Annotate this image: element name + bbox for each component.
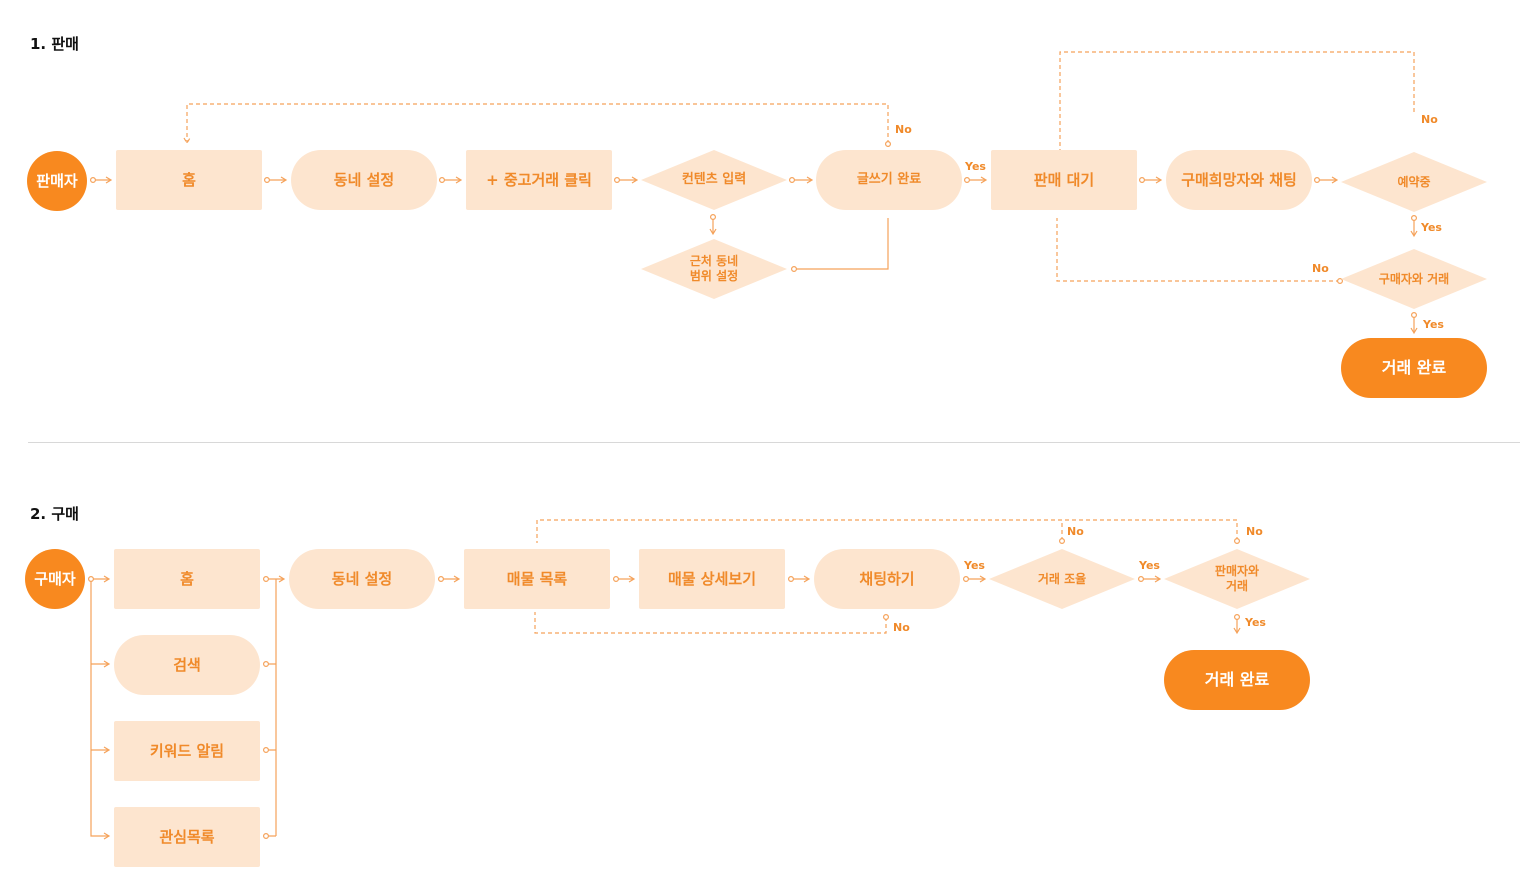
buy-chatting-node[interactable]: 채팅하기: [814, 549, 960, 609]
label-yes-deal: Yes: [1423, 318, 1444, 331]
sale-reserved-diamond[interactable]: 예약중: [1341, 152, 1487, 212]
sale-deal-buyer-label: 구매자와 거래: [1378, 271, 1450, 286]
label-yes-chatting: Yes: [964, 559, 985, 572]
buy-deal-line2: 거래: [1225, 579, 1249, 593]
sale-range-line1: 근처 동네: [689, 254, 739, 268]
label-no-deal: No: [1312, 262, 1329, 275]
buy-search-node[interactable]: 검색: [114, 635, 260, 695]
buy-keyword-alert-node[interactable]: 키워드 알림: [114, 721, 260, 781]
sale-chat-node[interactable]: 구매희망자와 채팅: [1166, 150, 1312, 210]
label-no-reserved: No: [1421, 113, 1438, 126]
label-no-negotiate: No: [1067, 525, 1084, 538]
seller-actor[interactable]: 판매자: [27, 151, 87, 211]
buy-complete-node[interactable]: 거래 완료: [1164, 650, 1310, 710]
sale-click-used-node[interactable]: + 중고거래 클릭: [466, 150, 612, 210]
sale-home-node[interactable]: 홈: [116, 150, 262, 210]
label-yes-deal-seller: Yes: [1245, 616, 1266, 629]
section-title-buy: 2. 구매: [30, 505, 79, 523]
sale-post-done-node[interactable]: 글쓰기 완료: [816, 150, 962, 210]
sale-complete-node[interactable]: 거래 완료: [1341, 338, 1487, 398]
sale-reserved-label: 예약중: [1397, 174, 1431, 189]
label-no-post: No: [895, 123, 912, 136]
buy-detail-node[interactable]: 매물 상세보기: [639, 549, 785, 609]
label-yes-negotiate: Yes: [1139, 559, 1160, 572]
buy-deal-line1: 판매자와: [1214, 564, 1260, 578]
sale-deal-buyer-diamond[interactable]: 구매자와 거래: [1341, 249, 1487, 309]
label-yes-post: Yes: [965, 160, 986, 173]
buyer-actor[interactable]: 구매자: [25, 549, 85, 609]
sale-range-line2: 범위 설정: [689, 269, 739, 283]
section-divider: [28, 442, 1520, 443]
buy-neighborhood-node[interactable]: 동네 설정: [289, 549, 435, 609]
buy-watchlist-node[interactable]: 관심목록: [114, 807, 260, 867]
buy-listing-node[interactable]: 매물 목록: [464, 549, 610, 609]
label-yes-reserved: Yes: [1421, 221, 1442, 234]
sale-content-input-diamond[interactable]: 컨텐츠 입력: [641, 150, 787, 210]
section-title-sale: 1. 판매: [30, 35, 79, 53]
label-no-chatting: No: [893, 621, 910, 634]
buy-negotiate-label: 거래 조율: [1037, 571, 1087, 586]
sale-content-input-label: 컨텐츠 입력: [681, 171, 747, 187]
label-no-deal-seller: No: [1246, 525, 1263, 538]
buy-negotiate-diamond[interactable]: 거래 조율: [989, 549, 1135, 609]
sale-neighborhood-node[interactable]: 동네 설정: [291, 150, 437, 210]
sale-waiting-node[interactable]: 판매 대기: [991, 150, 1137, 210]
buy-home-node[interactable]: 홈: [114, 549, 260, 609]
